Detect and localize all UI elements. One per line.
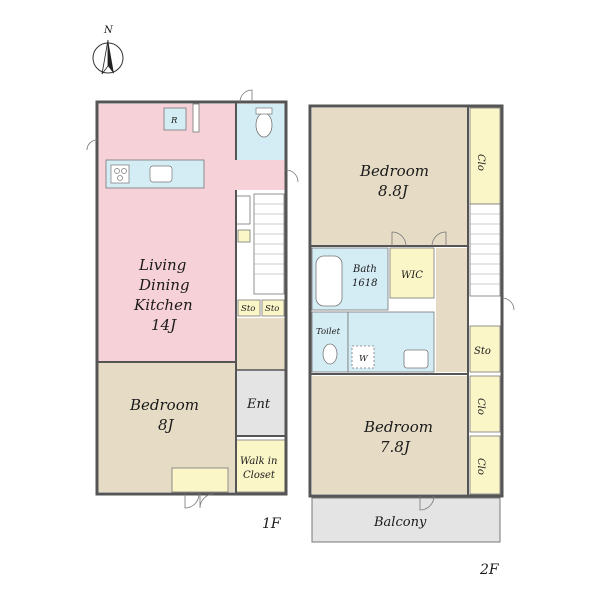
walkin-closet [235, 439, 287, 493]
ldk-label-2: Dining [138, 276, 190, 294]
storage-2f [469, 325, 501, 373]
door-arc [501, 297, 515, 311]
bedroom-1f-size: 8J [158, 416, 175, 434]
burner-icon [114, 168, 120, 174]
bath-label: Bath [352, 264, 377, 275]
compass-needle-light [101, 39, 109, 75]
door-arc [285, 169, 299, 183]
hall-1f [236, 318, 286, 370]
ldk-size: 14J [151, 316, 177, 334]
stove-icon [110, 164, 130, 184]
storage-1f-a [237, 299, 261, 317]
floor-1-outer-wall [95, 100, 288, 496]
stair-treads-2f [470, 213, 500, 285]
door-arc [86, 139, 98, 151]
refrigerator-label: R [170, 116, 178, 126]
door-arc [239, 89, 253, 103]
washbasin-icon [403, 349, 429, 369]
bedroom-2f-bottom [312, 376, 468, 494]
bedroom-2f-top [312, 108, 468, 246]
balcony [311, 497, 501, 543]
burner-icon [117, 175, 123, 181]
compass-needle [108, 40, 114, 74]
closet-low-label: Clo [475, 458, 486, 475]
door-arc [199, 493, 215, 509]
balcony-label: Balcony [373, 515, 427, 530]
bedroom-1f-label: Bedroom [129, 396, 199, 414]
walkin-closet-label-2: Closet [243, 470, 276, 481]
closet-mid [469, 375, 501, 433]
floor-1: R Sto Sto Ent Walk in Closet [86, 89, 299, 532]
pillar [192, 103, 200, 133]
floor-2: Bath 1618 WIC Toilet W Sto Balcony [308, 104, 515, 578]
refrigerator-box [163, 107, 187, 131]
ldk-label-1: Living [138, 256, 186, 274]
washer-label: W [359, 354, 369, 364]
pantry-shelf [235, 195, 251, 225]
floor-2-outer-wall [308, 104, 504, 498]
bedroom-2f-bottom-size: 7.8J [380, 438, 411, 456]
hall-2f [436, 248, 468, 372]
floor-1-label: 1F [262, 516, 282, 532]
wic [389, 247, 435, 299]
walkin-closet-label-1: Walk in [240, 456, 277, 467]
toilet-icon [255, 112, 273, 138]
door-arc [419, 495, 435, 511]
bedroom-2f-top-size: 8.8J [378, 182, 409, 200]
bedroom-1f-closet [171, 467, 229, 493]
bedroom-2f-top-label: Bedroom [359, 162, 429, 180]
storage-1f-b-label: Sto [265, 304, 279, 314]
wic-label: WIC [401, 270, 423, 281]
ldk-label-3: Kitchen [133, 296, 193, 314]
compass-letter: N [103, 25, 114, 36]
under-stair-box [237, 229, 251, 243]
toilet-2f-icon [322, 343, 338, 365]
door-arc [431, 231, 447, 247]
storage-1f-a-label: Sto [241, 304, 255, 314]
bathtub-icon [315, 255, 343, 307]
burner-icon [121, 168, 127, 174]
toilet-label: Toilet [316, 327, 341, 337]
door-arc [184, 493, 200, 509]
toilet-tank-icon [255, 107, 273, 115]
floor-2-label: 2F [479, 562, 500, 578]
door-arc [391, 231, 407, 247]
stair-treads [254, 203, 284, 275]
north-compass: N [92, 25, 124, 75]
closet-mid-label: Clo [475, 398, 486, 415]
closet-low [469, 435, 501, 495]
storage-1f-b [261, 299, 285, 317]
entrance-label: Ent [246, 397, 271, 412]
entrance [235, 369, 287, 437]
storage-2f-label: Sto [474, 346, 491, 357]
bedroom-2f-bottom-label: Bedroom [363, 418, 433, 436]
stairs-2f [469, 203, 501, 297]
washer-box [351, 345, 375, 369]
bath-size: 1618 [352, 278, 377, 289]
sink-icon [149, 165, 173, 183]
closet-top-label: Clo [475, 154, 486, 171]
